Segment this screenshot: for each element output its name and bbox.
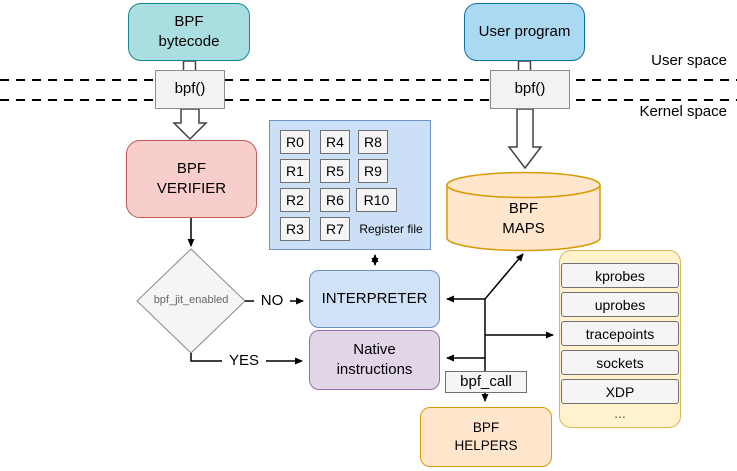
kernel-space-label: Kernel space (639, 103, 727, 120)
register-r2: R2 (280, 188, 310, 212)
user-program-node: User program (464, 3, 585, 61)
hook-kprobes: kprobes (561, 263, 679, 288)
jit-decision-label: bpf_jit_enabled (153, 294, 229, 306)
hooks-ellipsis: ... (614, 405, 626, 421)
hook-sockets: sockets (561, 350, 679, 375)
no-edge-label: NO (254, 292, 290, 309)
register-file-caption: Register file (359, 222, 423, 236)
bpf-to-verifier-arrow (172, 108, 208, 141)
bpf-maps-cylinder (446, 171, 601, 252)
register-r8: R8 (358, 130, 388, 154)
user-space-label: User space (651, 52, 727, 69)
bpf-maps-label: BPF MAPS (502, 199, 545, 237)
register-r3: R3 (280, 217, 310, 241)
bpf-to-maps-arrow (507, 108, 543, 170)
hook-tracepoints: tracepoints (561, 321, 679, 346)
bpf-bytecode-node: BPF bytecode (128, 3, 250, 61)
register-r9: R9 (358, 159, 388, 183)
hook-xdp: XDP (561, 379, 679, 404)
bpf-syscall-right-node: bpf() (490, 70, 570, 109)
register-r0: R0 (280, 130, 310, 154)
bpf-syscall-left-node: bpf() (155, 70, 225, 109)
yes-edge-label: YES (222, 352, 266, 369)
bpf-helpers-node: BPF HELPERS (420, 407, 552, 467)
bpf-verifier-node: BPF VERIFIER (126, 140, 257, 218)
register-r10: R10 (356, 188, 397, 212)
register-r4: R4 (320, 130, 350, 154)
register-r5: R5 (320, 159, 350, 183)
hook-uprobes: uprobes (561, 292, 679, 317)
bpf-call-node: bpf_call (445, 371, 527, 393)
native-instructions-node: Native instructions (309, 330, 440, 390)
register-r6: R6 (320, 188, 350, 212)
register-r1: R1 (280, 159, 310, 183)
junction-to-maps-arrow (484, 253, 524, 300)
interpreter-node: INTERPRETER (309, 270, 440, 328)
register-r7: R7 (320, 217, 350, 241)
